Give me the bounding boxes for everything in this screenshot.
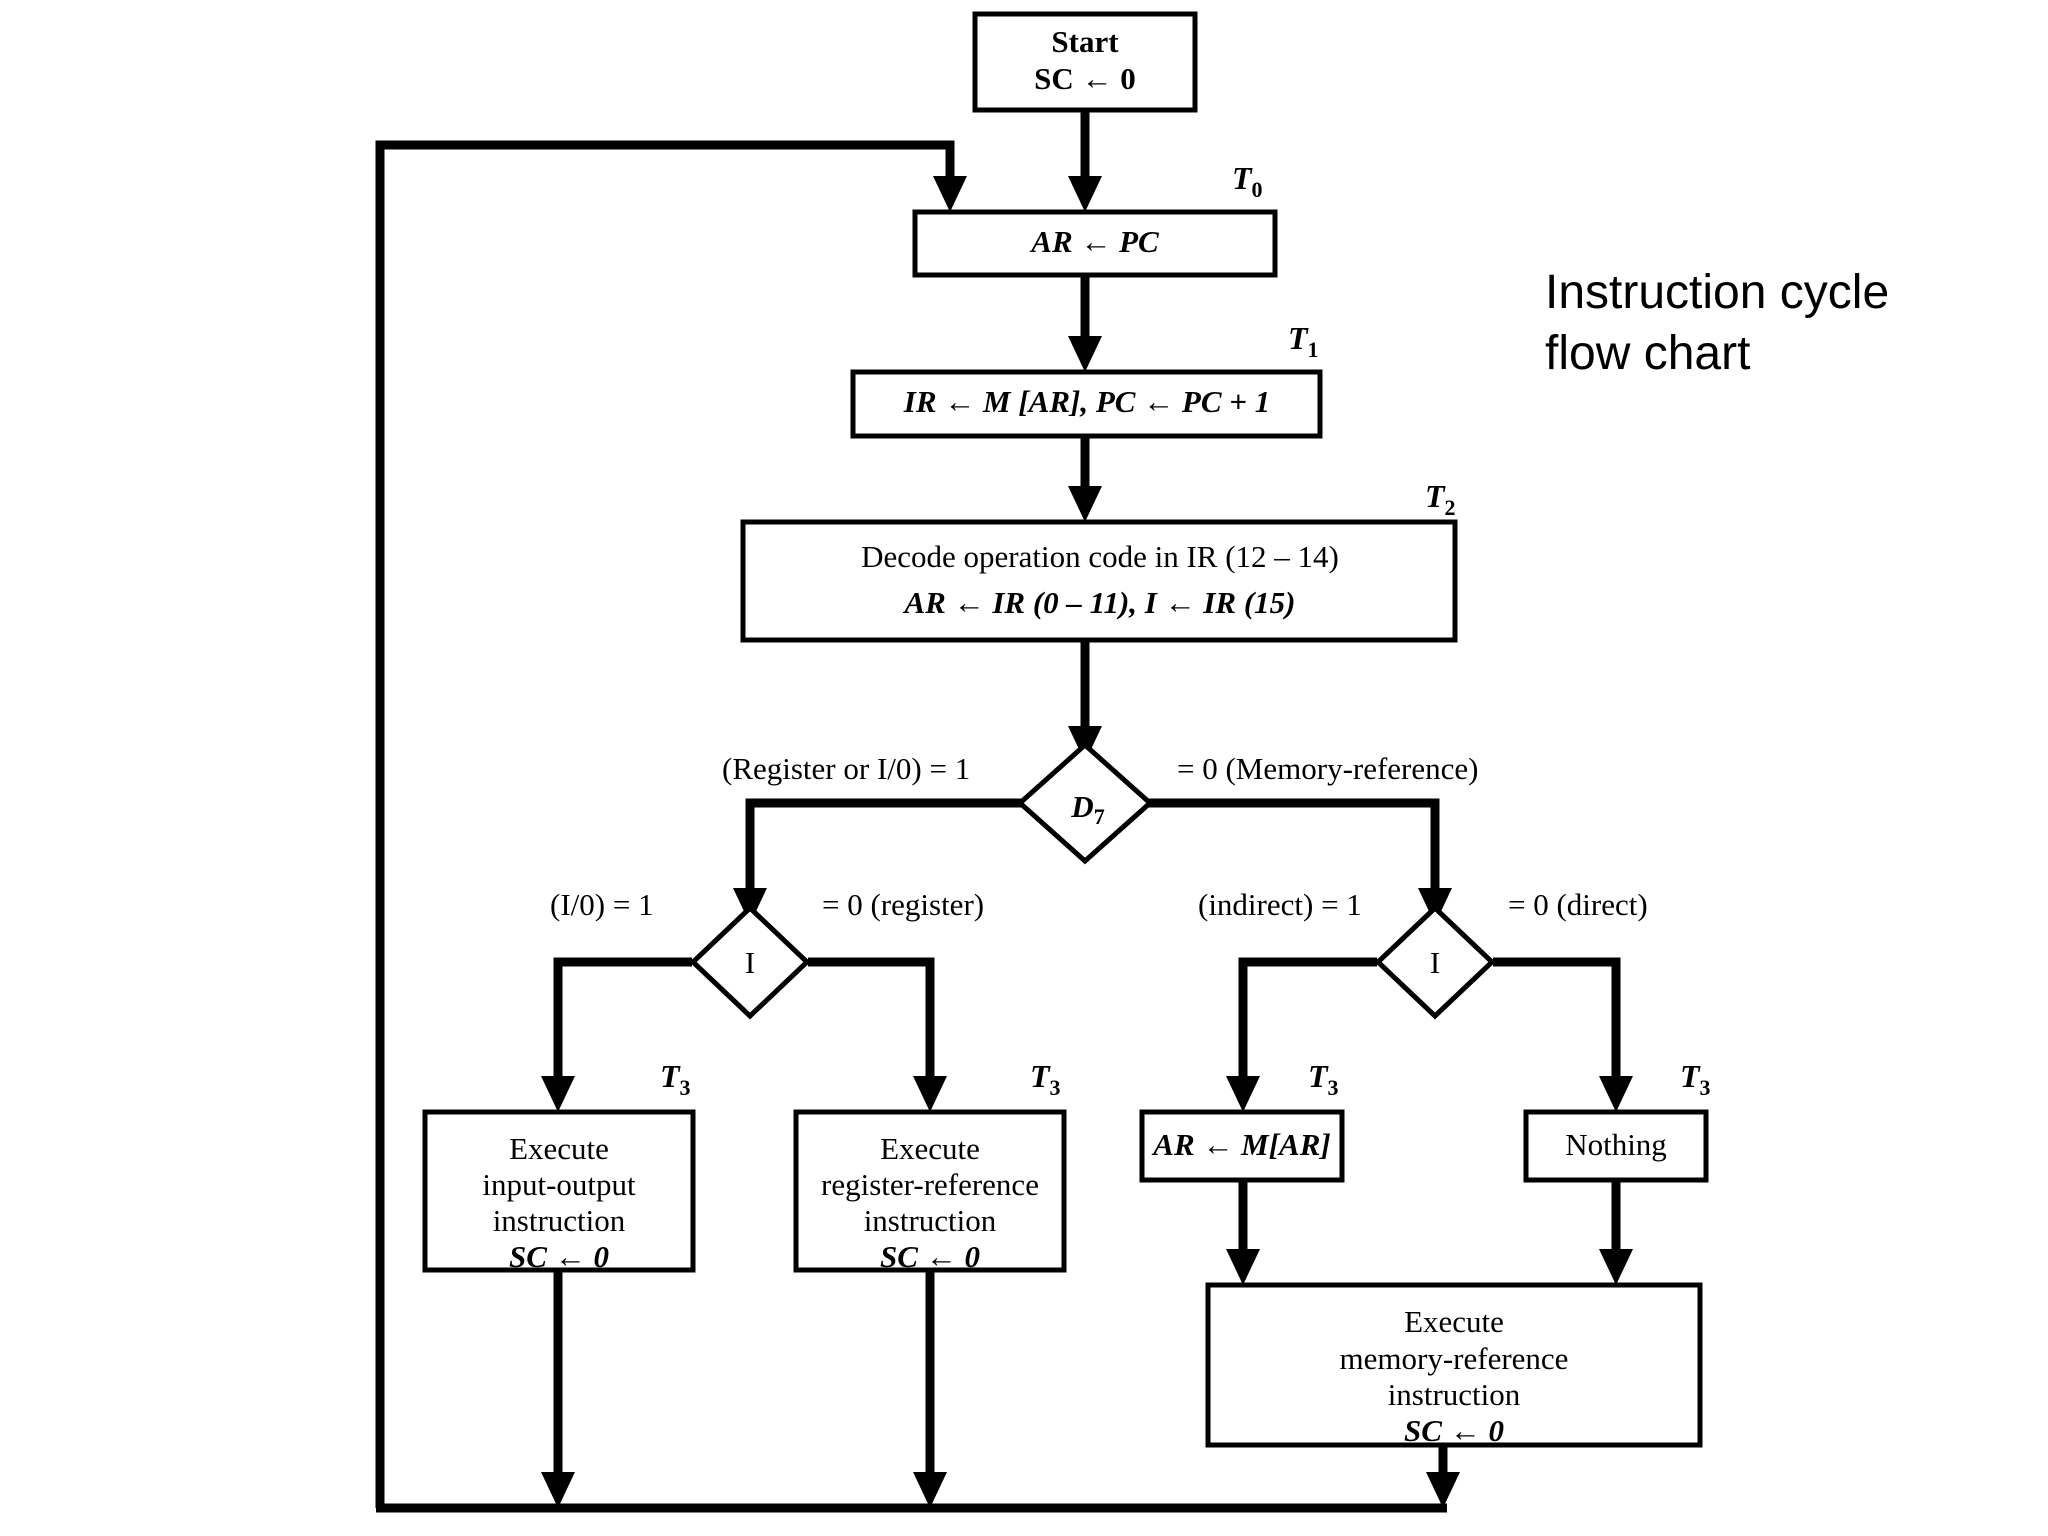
edge-label-i-right-direct: = 0 (direct) <box>1508 887 1648 922</box>
page-title: Instruction cycle flow chart <box>1545 266 1890 381</box>
node-register-line2: register-reference <box>821 1167 1039 1202</box>
connector-feedback-loop <box>375 140 967 1508</box>
node-execute-io[interactable]: Execute input-output instruction SC ← 0 <box>422 1109 696 1274</box>
node-decision-i-right[interactable]: I <box>1374 904 1496 1020</box>
timing-label-t0: T0 <box>1232 160 1263 202</box>
node-t0-line1: AR ← PC <box>1029 224 1159 259</box>
node-d7-label: D7 <box>1070 789 1104 829</box>
node-io-line3: instruction <box>493 1203 626 1238</box>
edge-label-i-left-io: (I/0) = 1 <box>550 887 654 922</box>
connector-register-to-rail <box>913 1270 947 1508</box>
timing-label-register: T3 <box>1030 1058 1061 1100</box>
node-memref-line4: SC ← 0 <box>1404 1413 1504 1448</box>
node-nothing[interactable]: Nothing <box>1523 1109 1709 1183</box>
node-t1-line1: IR ← M [AR], PC ← PC + 1 <box>903 384 1270 419</box>
node-t2-line1: Decode operation code in IR (12 – 14) <box>861 539 1339 574</box>
connector-indirect-to-memref <box>1226 1180 1260 1285</box>
timing-label-t2: T2 <box>1425 478 1456 520</box>
node-indirect-fetch[interactable]: AR ← M[AR] <box>1139 1109 1345 1183</box>
connector-i-left-register-branch <box>808 957 947 1112</box>
node-indirect-line1: AR ← M[AR] <box>1151 1127 1330 1162</box>
node-io-line4: SC ← 0 <box>509 1239 609 1274</box>
node-t2[interactable]: Decode operation code in IR (12 – 14) AR… <box>740 519 1458 643</box>
edge-label-i-right-indirect: (indirect) = 1 <box>1198 887 1362 922</box>
connector-t1-to-t2 <box>1068 437 1102 522</box>
node-execute-register[interactable]: Execute register-reference instruction S… <box>793 1109 1067 1274</box>
timing-label-t1: T1 <box>1288 320 1319 362</box>
connector-nothing-to-memref <box>1599 1180 1633 1285</box>
node-start-line1: Start <box>1051 24 1119 59</box>
connector-i-right-direct-branch <box>1493 957 1633 1112</box>
node-register-line3: instruction <box>864 1203 997 1238</box>
node-register-line1: Execute <box>880 1131 980 1166</box>
node-decision-i-left[interactable]: I <box>689 904 811 1020</box>
edge-label-d7-right: = 0 (Memory-reference) <box>1177 751 1478 786</box>
node-i-right-label: I <box>1430 945 1440 980</box>
node-execute-memref[interactable]: Execute memory-reference instruction SC … <box>1205 1282 1703 1448</box>
node-t1[interactable]: IR ← M [AR], PC ← PC + 1 <box>850 369 1323 439</box>
timing-label-indirect: T3 <box>1308 1058 1339 1100</box>
node-t2-line2: AR ← IR (0 – 11), I ← IR (15) <box>903 585 1296 620</box>
edge-label-i-left-register: = 0 (register) <box>822 887 984 922</box>
node-register-line4: SC ← 0 <box>880 1239 980 1274</box>
connector-start-to-t0 <box>1068 110 1102 212</box>
edge-label-d7-left: (Register or I/0) = 1 <box>722 751 970 786</box>
node-io-line2: input-output <box>482 1167 636 1202</box>
node-start[interactable]: Start SC ← 0 <box>972 11 1198 113</box>
connector-t0-to-t1 <box>1068 275 1102 372</box>
timing-label-io: T3 <box>660 1058 691 1100</box>
node-nothing-line1: Nothing <box>1565 1127 1667 1162</box>
node-memref-line2: memory-reference <box>1340 1341 1569 1376</box>
node-memref-line1: Execute <box>1404 1304 1504 1339</box>
node-io-line1: Execute <box>509 1131 609 1166</box>
node-memref-line3: instruction <box>1388 1377 1521 1412</box>
node-i-left-label: I <box>745 945 755 980</box>
connector-memref-to-rail <box>1426 1445 1460 1508</box>
connector-io-to-rail <box>541 1270 575 1508</box>
timing-label-nothing: T3 <box>1680 1058 1711 1100</box>
connector-i-right-indirect-branch <box>1226 957 1377 1112</box>
connector-i-left-io-branch <box>541 957 692 1112</box>
node-decision-d7[interactable]: D7 <box>1016 741 1154 865</box>
node-t0[interactable]: AR ← PC <box>912 209 1278 278</box>
node-start-line2: SC ← 0 <box>1034 61 1136 96</box>
